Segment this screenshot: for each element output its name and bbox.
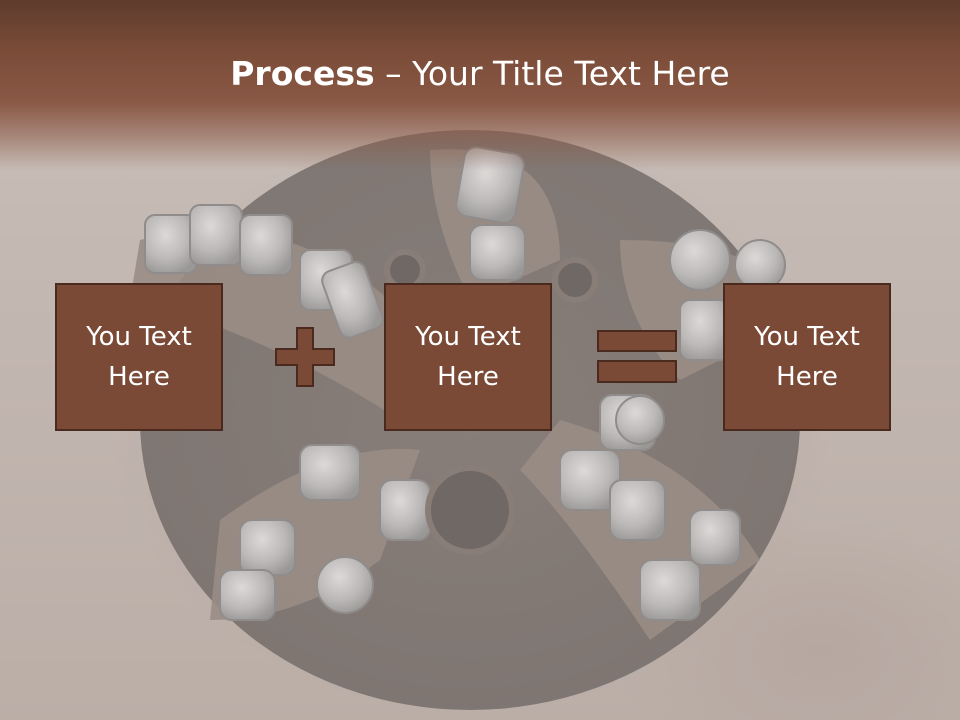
step-label-1: You Text Here [86,322,192,392]
step-box-2[interactable]: You Text Here [384,283,552,431]
step-label-3: You Text Here [754,322,860,392]
title-text: – Your Title Text Here [374,54,730,93]
equals-icon [597,330,677,384]
title-band [0,0,960,170]
step-box-3[interactable]: You Text Here [723,283,891,431]
step-label-2: You Text Here [415,322,521,392]
title-emphasis: Process [230,54,375,93]
step-box-1[interactable]: You Text Here [55,283,223,431]
plus-icon [274,326,336,388]
slide-title: Process – Your Title Text Here [0,52,960,96]
